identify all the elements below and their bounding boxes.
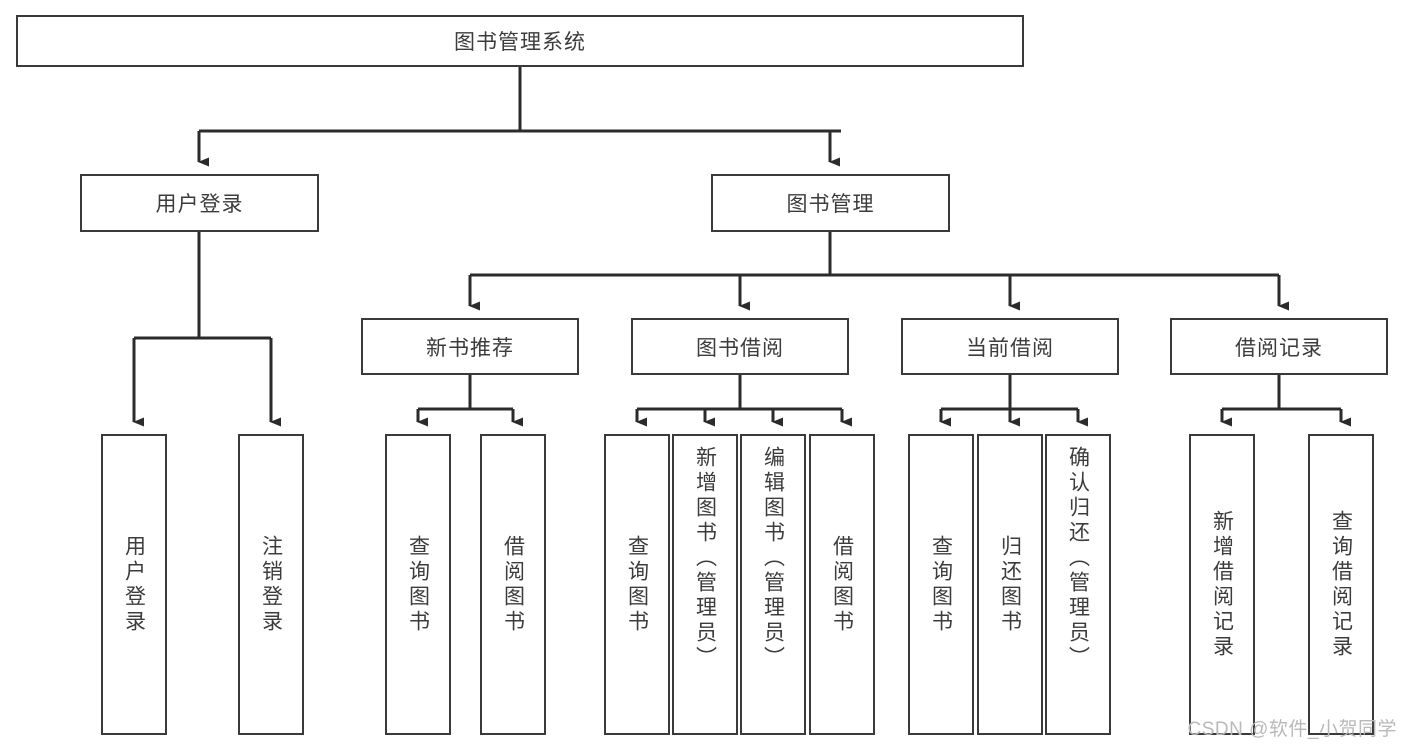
watermark: CSDN @软件_小贺同学 — [1187, 719, 1397, 740]
node-leaf-user-logout-label: 注销登录 — [259, 534, 283, 635]
node-current-borrow-label: 当前借阅 — [966, 336, 1054, 360]
node-current-borrow[interactable]: 当前借阅 — [901, 318, 1119, 375]
node-leaf-add-book-label: 新增图书（管理员） — [693, 446, 717, 671]
node-leaf-user-login[interactable]: 用户登录 — [101, 434, 167, 735]
node-leaf-borrow-book-2[interactable]: 借阅图书 — [809, 434, 875, 735]
node-user-login-label: 用户登录 — [155, 193, 244, 216]
node-book-borrow-label: 图书借阅 — [696, 336, 784, 360]
node-leaf-borrow-book-2-label: 借阅图书 — [830, 534, 854, 635]
node-leaf-query-book-1-label: 查询图书 — [406, 534, 430, 635]
node-leaf-query-record[interactable]: 查询借阅记录 — [1308, 434, 1374, 735]
node-leaf-user-login-label: 用户登录 — [122, 534, 146, 635]
node-leaf-query-record-label: 查询借阅记录 — [1329, 509, 1353, 660]
node-root-label: 图书管理系统 — [454, 31, 586, 54]
node-leaf-borrow-book-1-label: 借阅图书 — [501, 534, 525, 635]
node-book-borrow[interactable]: 图书借阅 — [631, 318, 849, 375]
node-leaf-query-book-3-label: 查询图书 — [929, 534, 953, 635]
node-leaf-borrow-book-1[interactable]: 借阅图书 — [480, 434, 546, 735]
node-leaf-query-book-2-label: 查询图书 — [625, 534, 649, 635]
node-leaf-confirm-return[interactable]: 确认归还（管理员） — [1045, 434, 1111, 735]
node-leaf-return-book-label: 归还图书 — [998, 534, 1022, 635]
node-leaf-edit-book-label: 编辑图书（管理员） — [761, 446, 785, 671]
node-book-manage-label: 图书管理 — [786, 193, 875, 216]
node-book-manage[interactable]: 图书管理 — [711, 174, 950, 232]
node-root[interactable]: 图书管理系统 — [16, 15, 1024, 67]
node-leaf-query-book-2[interactable]: 查询图书 — [604, 434, 670, 735]
node-leaf-confirm-return-label: 确认归还（管理员） — [1066, 446, 1090, 671]
node-user-login[interactable]: 用户登录 — [80, 174, 319, 232]
node-borrow-record[interactable]: 借阅记录 — [1170, 318, 1388, 375]
node-leaf-user-logout[interactable]: 注销登录 — [238, 434, 304, 735]
node-leaf-edit-book[interactable]: 编辑图书（管理员） — [740, 434, 806, 735]
node-leaf-query-book-3[interactable]: 查询图书 — [908, 434, 974, 735]
node-new-book-recommend[interactable]: 新书推荐 — [361, 318, 579, 375]
node-borrow-record-label: 借阅记录 — [1235, 336, 1323, 360]
node-leaf-add-book[interactable]: 新增图书（管理员） — [672, 434, 738, 735]
node-leaf-query-book-1[interactable]: 查询图书 — [385, 434, 451, 735]
node-new-book-recommend-label: 新书推荐 — [426, 336, 514, 360]
node-leaf-return-book[interactable]: 归还图书 — [977, 434, 1043, 735]
node-leaf-add-record[interactable]: 新增借阅记录 — [1189, 434, 1255, 735]
node-leaf-add-record-label: 新增借阅记录 — [1210, 509, 1234, 660]
